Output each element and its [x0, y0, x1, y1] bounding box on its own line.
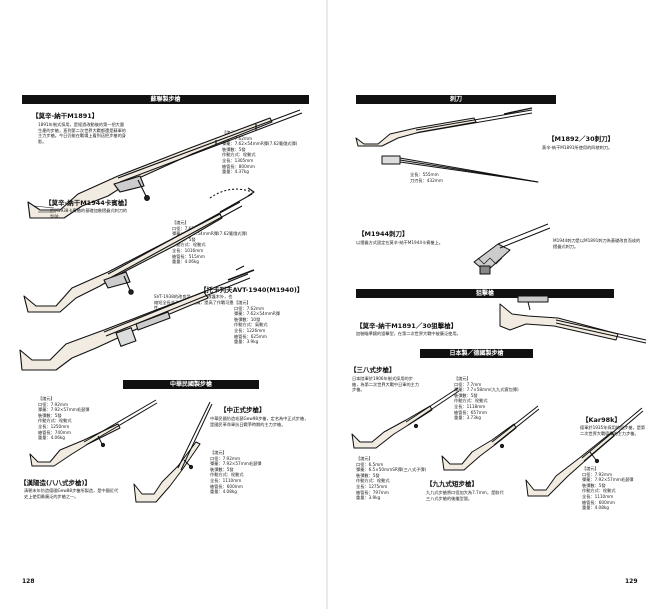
sniper-rifle-illustration: [498, 294, 648, 346]
right-page: 刺刀 【M1892／30刺刀】 莫辛-納干M1891所使用的四棱刺刀。 全長：5…: [328, 0, 655, 609]
zhongzheng-spec: 【諸元】 口徑：7.92mm 彈藥：7.92×57mm毛瑟彈 裝彈數：5發 作動…: [210, 450, 262, 495]
left-page: 蘇聯製步槍 【莫辛-納干M1891】 1891年制式採用，是經過改動後的第一把大…: [0, 0, 327, 609]
bayonet-m1892-desc: 莫辛-納干M1891所使用的四棱刺刀。: [542, 145, 613, 150]
bayonet-m1892-spec: 全長：555mm 刀刃長：432mm: [410, 172, 443, 183]
section-soviet-rifles: 蘇聯製步槍: [22, 95, 309, 104]
type99-illustration: [440, 400, 540, 472]
kar98k-illustration: [524, 404, 644, 498]
type38-spec: 【諸元】 口徑：6.5mm 彈藥：6.5×50mmSR彈(三八式子彈) 裝彈數：…: [356, 456, 427, 501]
type99-title: 【九九式短步槍】: [426, 480, 478, 488]
mosin-m1891-desc: 1891年制式採用，是經過改動後的第一把大量生產的步槍，直到第二次世界大戰都還是…: [38, 122, 126, 144]
hanyang-spec: 【諸元】 口徑：7.92mm 彈藥：7.92×57mm毛瑟彈 裝彈數：5發 作動…: [38, 396, 90, 441]
svt40-spec: 【諸元】 口徑：7.62mm 彈藥：7.62×54mmR彈 裝彈數：10發 作動…: [234, 300, 280, 345]
zhongzheng-title: 【中正式步槍】: [220, 406, 266, 414]
type38-title: 【三八式步槍】: [350, 366, 396, 374]
type99-desc: 九九式步槍將口徑加大為7.7mm，是取代三八式步槍的後繼型號。: [426, 490, 504, 501]
bayonet-m1892-title: 【M1892／30刺刀】: [548, 135, 615, 143]
type38-desc: 日本陸軍於1906年制式採用的步槍，為第二次世界大戰中日軍的主力步槍。: [352, 376, 420, 393]
hanyang-title: 【漢陽造(八八式步槍)】: [20, 479, 91, 487]
section-sniper-rifles: 狙擊槍: [356, 289, 614, 298]
bayonet-m1944-desc: 以摺疊方式固定在莫辛-納干M1944卡賓槍上。: [356, 240, 443, 245]
bayonet-m1944-illustration: [470, 222, 552, 280]
sniper-rifle-desc: 加裝瞄準鏡的狙擊型，在第二次世界大戰中被廣泛使用。: [356, 331, 461, 336]
mosin-m1944-title: 【莫辛-納干M1944卡賓槍】: [45, 199, 131, 207]
bayonet-m1944-note: M1944刺刀是以M1891刺刀為基礎改良而成的摺疊式刺刀。: [553, 238, 641, 249]
book-gutter: [326, 0, 328, 609]
kar98k-title: 【Kar98k】: [582, 416, 621, 424]
bayonet-m1944-title: 【M1944刺刀】: [358, 230, 409, 238]
bayonet-m1892-rifle-illustration: [354, 104, 534, 148]
mosin-m1944-illustration: [20, 178, 280, 318]
mosin-m1891-title: 【莫辛-納干M1891】: [32, 112, 99, 120]
svt40-illustration: [18, 266, 258, 376]
mosin-m1944-desc: 於M1938卡賓槍的基礎加裝摺疊式刺刀的型號。: [50, 208, 128, 219]
kar98k-spec: 【諸元】 口徑：7.92mm 彈藥：7.92×57mm毛瑟彈 裝彈數：5發 作動…: [582, 466, 634, 511]
type99-spec: 【諸元】 口徑：7.7mm 彈藥：7.7×58mm(九九式實包彈) 裝彈數：5發…: [454, 376, 519, 421]
section-japan-germany-rifles: 日本製／德國製步槍: [420, 349, 533, 358]
hanyang-desc: 清朝末年仿造德國Gew88步槍所製造，是中國近代史上使用最廣泛的步槍之一。: [24, 488, 119, 499]
page-number-right: 129: [625, 578, 638, 585]
bayonet-m1892-illustration: [380, 148, 540, 188]
section-bayonets: 刺刀: [356, 95, 556, 104]
mosin-m1891-illustration: [20, 106, 320, 226]
zhongzheng-illustration: [132, 400, 212, 508]
svt40-title: 【托卡列夫AVT-1940(M1940)】: [200, 286, 304, 294]
sniper-rifle-title: 【莫辛-納干M1891／30狙擊槍】: [356, 322, 458, 330]
kar98k-desc: 德軍於1935年採用的短步槍，是第二次世界大戰德軍的主力步槍。: [580, 425, 646, 436]
page-number-left: 128: [22, 578, 35, 585]
zhongzheng-desc: 中華民國仿造毛瑟Gew98步槍，定名為中正式步槍，是國民革命軍抗日戰爭時期的主力…: [210, 416, 309, 427]
type38-illustration: [350, 380, 460, 450]
section-roc-rifles: 中華民國製步槍: [123, 380, 259, 389]
hanyang-illustration: [28, 396, 158, 468]
